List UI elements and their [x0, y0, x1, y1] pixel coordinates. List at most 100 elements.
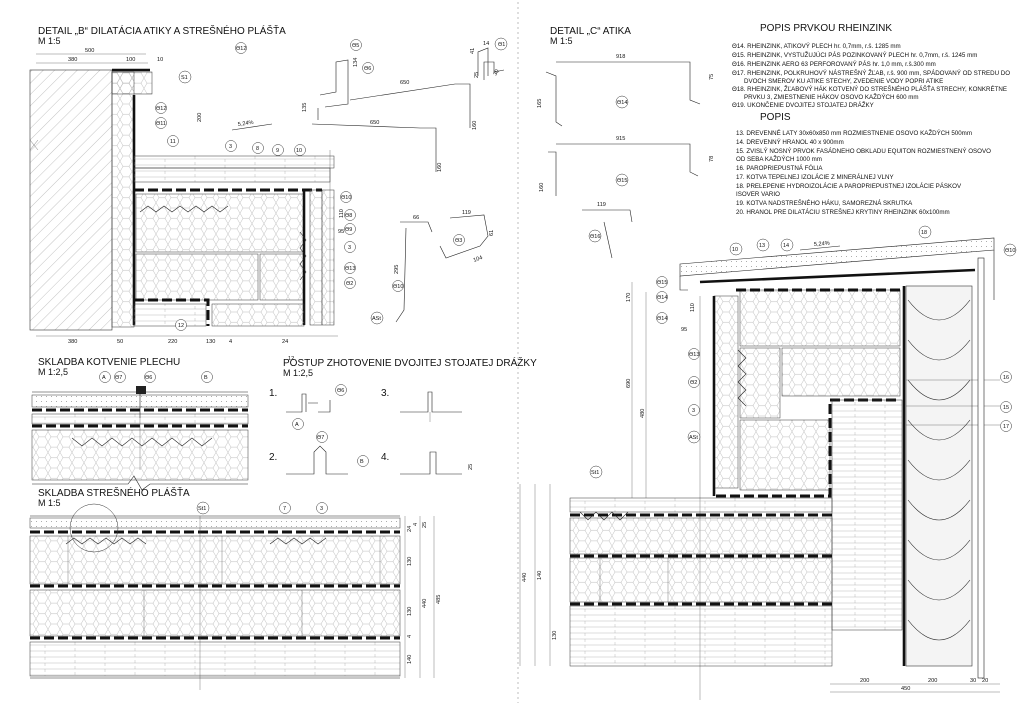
rheinzink-item-15: Θ15. RHEINZINK, VYSTUŽUJÚCI PÁS POZINKOV… — [732, 51, 977, 59]
tag-b-3c: 3 — [348, 245, 351, 251]
plast-dim-4: 4 — [413, 523, 419, 526]
tag-c-15b: Θ15 — [657, 280, 667, 286]
kotvenie-title: SKLADBA KOTVENIE PLECHU — [38, 357, 180, 368]
tag-b-5: Θ5 — [352, 43, 359, 49]
tag-b-9: 9 — [276, 148, 279, 154]
dim-sheet-119: 119 — [462, 210, 471, 216]
popis-item-15: 15. ZVISLÝ NOSNÝ PRVOK FASÁDNEHO OBKLADU… — [736, 148, 991, 155]
tags-detail-b: S1 Θ12 Θ11 11 3 8 9 10 Θ10 Θ8 Θ9 3 Θ13 Θ… — [155, 37, 508, 331]
dim-c-690: 690 — [626, 379, 632, 388]
tag-b-11: Θ11 — [156, 121, 166, 127]
legend-rheinzink: POPIS PRVKOU RHEINZINK Θ14. RHEINZINK, A… — [732, 23, 1010, 109]
tag-b-2: Θ2 — [346, 281, 353, 287]
rheinzink-item-16: Θ16. RHEINZINK AERO 63 PERFOROVANÝ PÁS h… — [732, 61, 936, 68]
dim-b-4: 130 — [206, 339, 215, 345]
tag-b-11b: 11 — [170, 139, 176, 145]
detail-c-scale: M 1:5 — [550, 36, 573, 46]
postup-title: POSTUP ZHOTOVENIE DVOJITEJ STOJATEJ DRÁŽ… — [283, 356, 537, 369]
rheinzink-item-18b: PRVKU 3, ZMIESTNENIE HÁKOV OSOVO KAŽDÝCH… — [744, 93, 919, 101]
tag-k-a: A — [102, 375, 106, 381]
dim-sheet-25: 25 — [474, 72, 480, 78]
popis-item-15b: OD SEBA KAŽDÝCH 1000 mm — [736, 155, 822, 163]
tag-b-12: Θ12 — [156, 106, 166, 112]
tag-b-9c: Θ9 — [345, 227, 352, 233]
dim-b-95: 95 — [338, 229, 344, 235]
dim-sheet-66: 66 — [413, 215, 419, 221]
dim-c-110: 110 — [690, 303, 696, 312]
dim-c-140: 130 — [552, 631, 558, 640]
rheinzink-item-18: Θ18. RHEINZINK, ŽĽABOVÝ HÁK KOTVENÝ DO S… — [732, 85, 1007, 93]
tag-c-ast: ASt — [689, 435, 698, 441]
plast-dim-130b: 130 — [407, 607, 413, 616]
tag-b-13: Θ13 — [345, 266, 355, 272]
tag-c-16b: 16 — [1003, 375, 1009, 381]
detail-b-scale: M 1:5 — [38, 36, 61, 46]
plast-detail: SKLADBA STREŠNÉHO PLÁŠŤA M 1:5 St1 7 3 2… — [29, 486, 442, 690]
dim-b-50: 50 — [117, 339, 123, 345]
tag-c-14: 14 — [783, 243, 789, 249]
dim-c-918: 918 — [616, 54, 625, 60]
step-2: 2. — [269, 452, 277, 463]
dim-b-500: 500 — [85, 48, 94, 54]
tag-plast-3: 3 — [320, 506, 323, 512]
tag-c-14a: Θ14 — [617, 100, 627, 106]
tag-p-6: Θ6 — [337, 388, 344, 394]
dim-c-160: 160 — [539, 183, 545, 192]
dim-c-119: 119 — [597, 202, 606, 208]
dim-c-78: 78 — [709, 156, 715, 162]
tag-p-7: Θ7 — [317, 435, 324, 441]
popis-item-20: 20. HRANOL PRE DILATÁCIU STREŠNEJ KRYTIN… — [736, 209, 950, 216]
dim-c-200b: 200 — [928, 678, 937, 684]
popis-item-18b: ISOVER VARIO — [736, 191, 780, 198]
tag-c-15c: 15 — [1003, 405, 1009, 411]
tag-c-2: Θ2 — [690, 380, 697, 386]
tag-b-12c: Θ12 — [236, 46, 246, 52]
tag-c-13b: Θ13 — [689, 352, 699, 358]
dim-c-170: 170 — [626, 293, 632, 302]
dim-sheet-30: 30 — [493, 69, 501, 77]
tag-k-7: Θ7 — [115, 375, 122, 381]
tag-plast-st1: St1 — [198, 506, 206, 512]
legend-popis: POPIS 13. DREVENNÉ LATY 30x60x850 mm ROZ… — [736, 112, 991, 216]
tag-c-10b: Θ10 — [1005, 248, 1015, 254]
wool-waves — [907, 299, 971, 641]
dim-c-450: 450 — [901, 686, 910, 692]
dim-c-30: 30 — [970, 678, 976, 684]
svg-text:25: 25 — [468, 464, 474, 470]
tag-b-3: 3 — [229, 144, 232, 150]
plast-dim-25: 25 — [422, 522, 428, 528]
dim-c-75: 75 — [709, 74, 715, 80]
dim-c-95: 95 — [681, 327, 687, 333]
rheinzink-item-17: Θ17. RHEINZINK, POLKRUHOVÝ NÁSTREŠNÝ ŽĽA… — [732, 69, 1010, 77]
dim-sheet-61: 61 — [489, 230, 495, 236]
plast-dim-440: 440 — [422, 599, 428, 608]
dim-c-20: 20 — [982, 678, 988, 684]
tag-c-14c: Θ14 — [657, 316, 667, 322]
postup-detail: POSTUP ZHOTOVENIE DVOJITEJ STOJATEJ DRÁŽ… — [269, 356, 537, 475]
detail-b: DETAIL „B“ DILATÁCIA ATIKY A STREŠNÉHO P… — [29, 24, 508, 362]
dim-sheet-134: 134 — [353, 58, 359, 67]
plast-title: SKLADBA STREŠNÉHO PLÁŠŤA — [38, 486, 190, 499]
popis-title: POPIS — [760, 112, 791, 123]
plast-dim-140: 140 — [407, 655, 413, 664]
tag-p-a: A — [295, 422, 299, 428]
tag-c-15a: Θ15 — [617, 178, 627, 184]
tag-c-14b: Θ14 — [657, 295, 667, 301]
tag-b-10c: Θ10 — [341, 195, 351, 201]
rheinzink-item-17b: DVOCH SMEROV KU ATIKE STECHY, ZVEDENIE V… — [744, 78, 943, 85]
dim-b-380b: 380 — [68, 339, 77, 345]
tag-p-b: B — [360, 459, 364, 465]
step-1: 1. — [269, 388, 277, 399]
popis-item-16: 16. PAROPRIEPUSTNÁ FÓLIA — [736, 165, 823, 172]
tag-b-1: Θ1 — [498, 42, 505, 48]
tag-b-4: Θ10 — [393, 284, 403, 290]
dim-b-12: 12 — [288, 356, 294, 362]
dim-c-200a: 200 — [860, 678, 869, 684]
tag-c-st1: St1 — [591, 470, 599, 476]
plast-dim-24: 24 — [407, 526, 413, 532]
tag-b-s1: S1 — [181, 75, 188, 81]
dim-sheet-650b: 650 — [370, 120, 379, 126]
dim-c-480: 480 — [640, 409, 646, 418]
step-3: 3. — [381, 388, 389, 399]
tag-b-8: 8 — [256, 146, 259, 152]
